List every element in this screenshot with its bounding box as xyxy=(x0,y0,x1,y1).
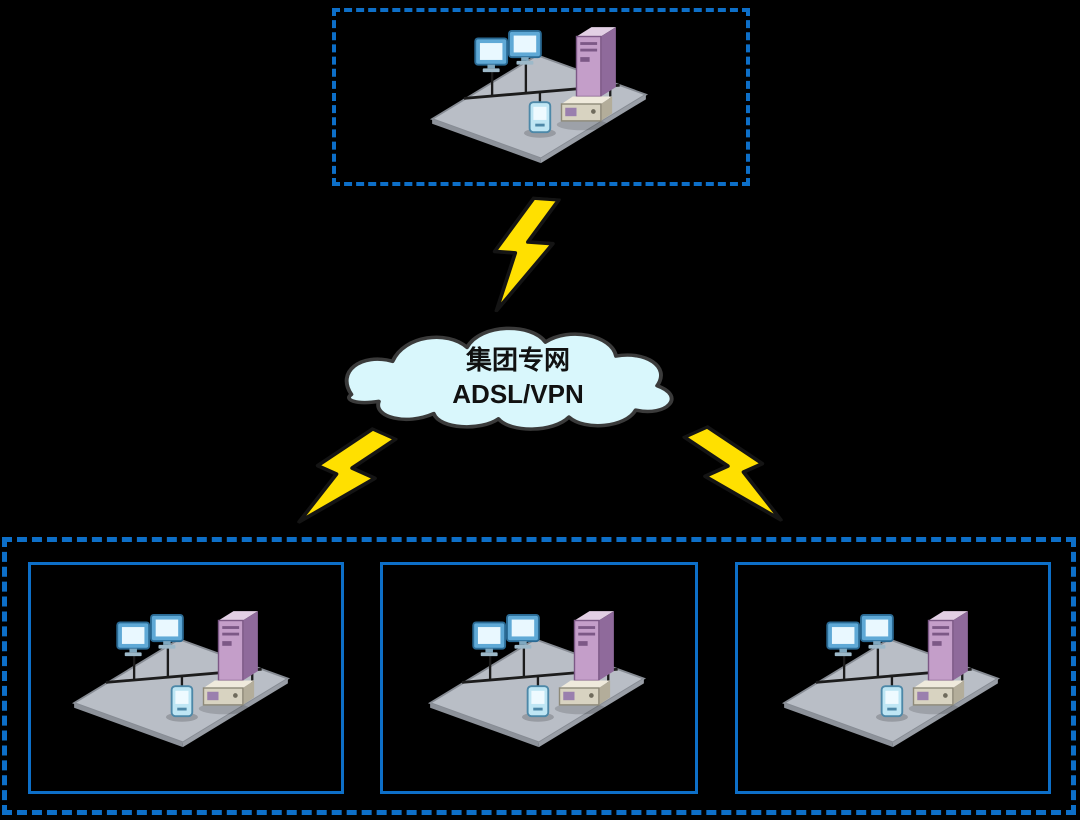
cloud-labels: 集团专网 ADSL/VPN xyxy=(322,316,714,438)
lightning-bolt-icon xyxy=(474,193,574,317)
lan-cluster-icon xyxy=(422,598,652,748)
cloud-label-line1: 集团专网 xyxy=(465,345,570,375)
lan-cluster-icon xyxy=(424,14,654,164)
branch-box-2 xyxy=(380,562,698,794)
wan-cloud: 集团专网 ADSL/VPN xyxy=(322,316,714,438)
lan-cluster-icon xyxy=(776,598,1006,748)
branch-box-1 xyxy=(28,562,344,794)
cloud-label-line2: ADSL/VPN xyxy=(452,379,584,409)
branch-box-3 xyxy=(735,562,1051,794)
lightning-link-top xyxy=(474,193,574,317)
lan-cluster-icon xyxy=(66,598,296,748)
headquarters-zone xyxy=(332,8,750,186)
branches-zone xyxy=(2,537,1076,815)
network-cloud-icon xyxy=(344,326,674,431)
